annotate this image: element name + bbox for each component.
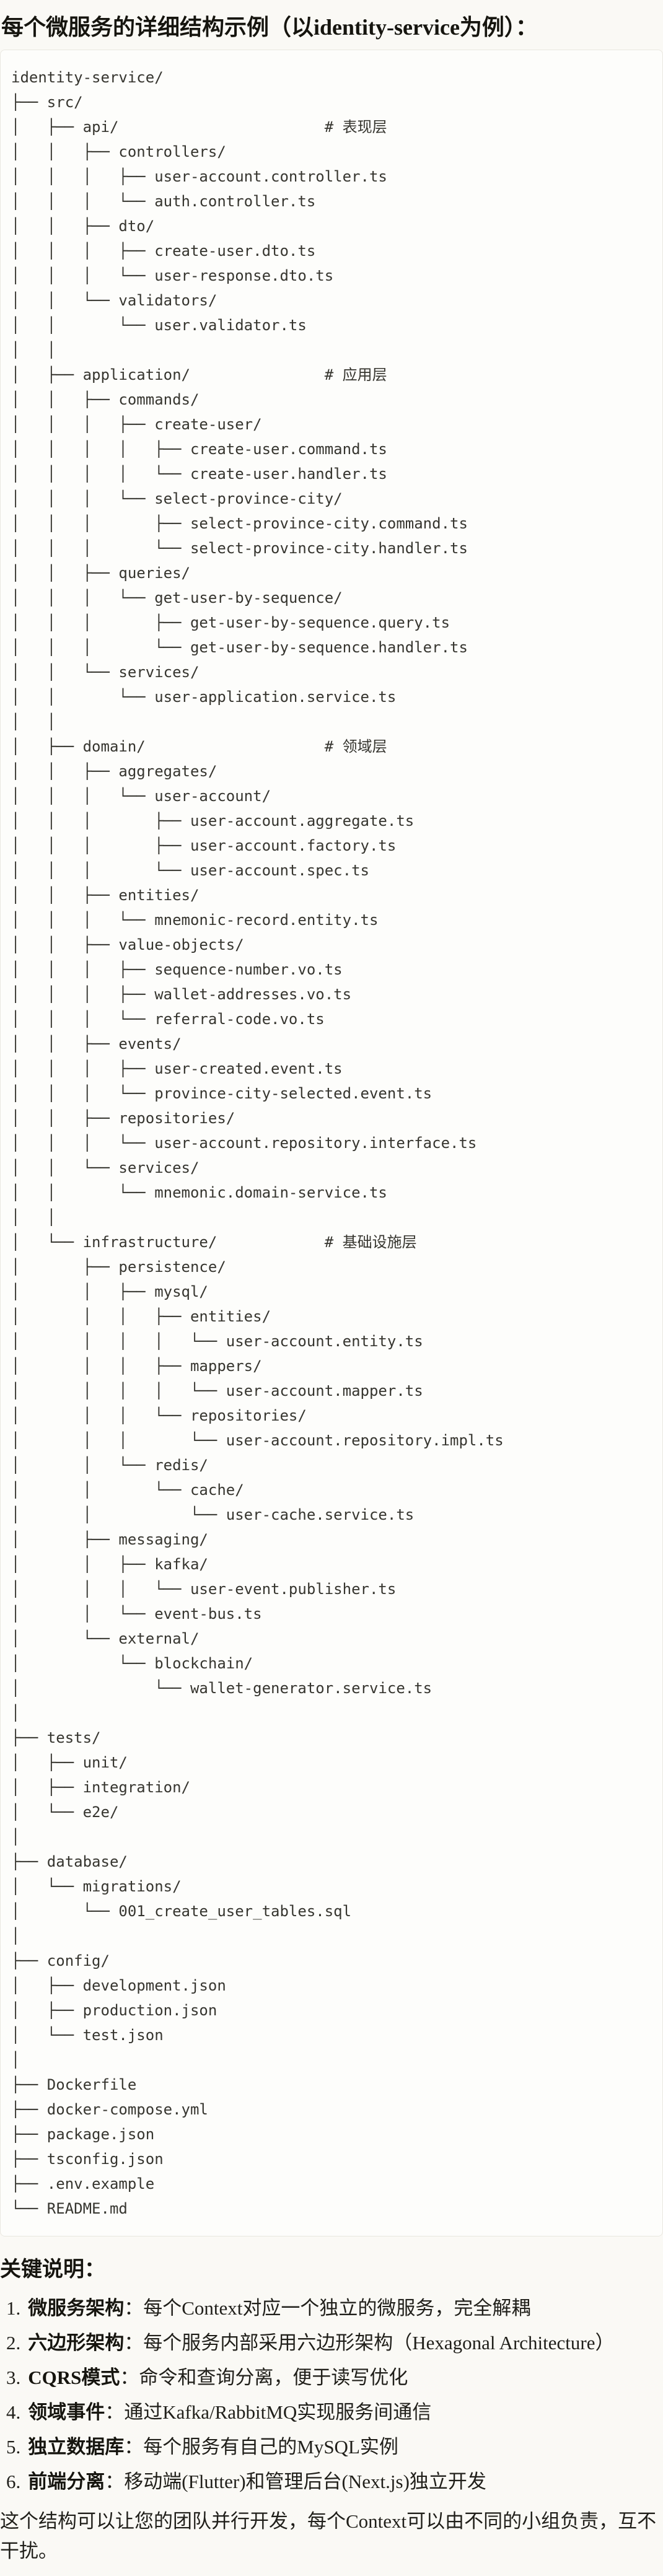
closing-paragraph: 这个结构可以让您的团队并行开发，每个Context可以由不同的小组负责，互不干扰… <box>0 2510 657 2562</box>
note-item-4: 4. 领域事件：通过Kafka/RabbitMQ实现服务间通信 <box>6 2398 663 2427</box>
note-item-1: 1. 微服务架构：每个Context对应一个独立的微服务，完全解耦 <box>6 2293 663 2323</box>
note-text: ：移动端(Flutter)和管理后台(Next.js)独立开发 <box>105 2471 486 2492</box>
note-number: 1. <box>6 2297 21 2319</box>
code-block: identity-service/ ├── src/ │ ├── api/ # … <box>0 50 663 2236</box>
note-number: 3. <box>6 2367 21 2388</box>
page-title: 每个微服务的详细结构示例（以identity-service为例）： <box>1 15 538 40</box>
note-text: ：命令和查询分离，便于读写优化 <box>120 2367 408 2388</box>
note-number: 2. <box>6 2332 21 2354</box>
note-label: 前端分离 <box>28 2471 105 2492</box>
note-label: 六边形架构 <box>28 2332 125 2354</box>
notes-list: 1. 微服务架构：每个Context对应一个独立的微服务，完全解耦 2. 六边形架构… <box>0 2293 663 2497</box>
note-number: 6. <box>6 2471 21 2492</box>
note-number: 5. <box>6 2436 21 2458</box>
note-item-2: 2. 六边形架构：每个服务内部采用六边形架构（Hexagonal Architec… <box>6 2328 663 2358</box>
directory-tree: identity-service/ ├── src/ │ ├── api/ # … <box>11 69 504 2217</box>
note-item-6: 6. 前端分离：移动端(Flutter)和管理后台(Next.js)独立开发 <box>6 2467 663 2497</box>
note-number: 4. <box>6 2401 21 2423</box>
note-text: ：通过Kafka/RabbitMQ实现服务间通信 <box>105 2401 432 2423</box>
note-label: CQRS模式 <box>28 2367 120 2388</box>
note-item-3: 3. CQRS模式：命令和查询分离，便于读写优化 <box>6 2363 663 2393</box>
note-label: 领域事件 <box>28 2401 105 2423</box>
note-text: ：每个Context对应一个独立的微服务，完全解耦 <box>124 2297 531 2319</box>
note-text: ：每个服务有自己的MySQL实例 <box>124 2436 398 2458</box>
note-label: 微服务架构 <box>28 2297 125 2319</box>
notes-heading: 关键说明： <box>0 2258 105 2281</box>
note-item-5: 5. 独立数据库：每个服务有自己的MySQL实例 <box>6 2432 663 2462</box>
note-text: ：每个服务内部采用六边形架构（Hexagonal Architecture） <box>124 2332 615 2354</box>
note-label: 独立数据库 <box>28 2436 125 2458</box>
